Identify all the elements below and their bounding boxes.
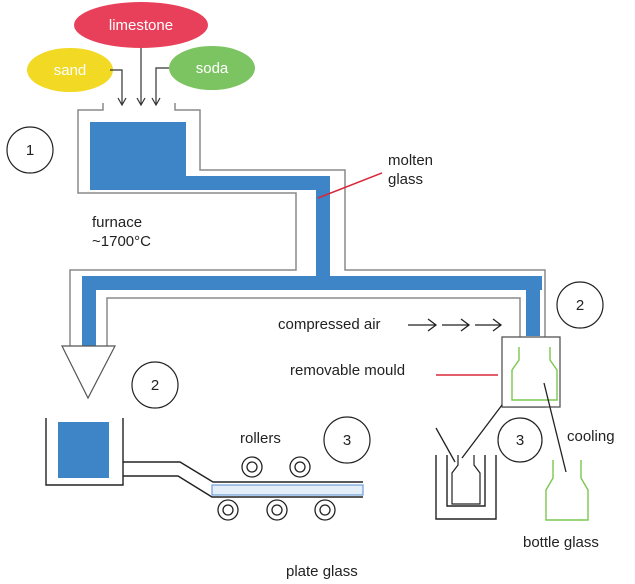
plate-glass-label: plate glass	[286, 563, 358, 580]
step-3-right-number: 3	[516, 432, 524, 449]
step-1-number: 1	[26, 142, 34, 159]
sand-feed-arrow	[110, 69, 123, 104]
ingredients: limestone sand soda	[27, 2, 255, 92]
rollers-label: rollers	[240, 430, 281, 447]
cooling-label: cooling	[567, 428, 615, 445]
roller-top-2	[289, 456, 311, 478]
plate-channel	[123, 461, 363, 498]
glass-label: glass	[388, 171, 423, 188]
step-2-left-circle	[131, 361, 179, 409]
removable-mould	[501, 336, 561, 408]
soda-ellipse	[169, 46, 255, 90]
roller-bottom-1	[217, 499, 239, 521]
finished-bottle	[545, 460, 589, 521]
pipe-inner-wall	[106, 297, 521, 346]
bottle-glass-label: bottle glass	[523, 534, 599, 551]
flow-down-arrow	[61, 345, 116, 400]
limestone-label: limestone	[109, 17, 173, 34]
molten-glass-pointer	[317, 172, 383, 199]
mould-left-pivot	[461, 404, 503, 459]
container-lever	[435, 427, 456, 463]
step-2-left-number: 2	[151, 377, 159, 394]
furnace-label: furnace	[92, 214, 142, 231]
mould-right-pivot	[543, 382, 567, 473]
roller-bottom-3	[314, 499, 336, 521]
soda-label: soda	[196, 60, 229, 77]
step-3-left-number: 3	[343, 432, 351, 449]
cooling-container	[435, 455, 497, 520]
molten-glass-flow	[82, 122, 542, 346]
plate-glass-sheet	[211, 484, 364, 496]
sand-label: sand	[54, 62, 87, 79]
compressed-air-label: compressed air	[278, 316, 381, 333]
step-3-right-circle	[497, 417, 543, 463]
step-3-left-circle	[323, 416, 371, 464]
feed-arrows	[110, 48, 169, 107]
soda-feed-arrow	[155, 67, 169, 104]
compressed-air-arrows	[408, 318, 503, 332]
container-bottle	[451, 455, 481, 505]
rollers	[217, 456, 336, 521]
roller-top-1	[241, 456, 263, 478]
pipe-outer-wall	[69, 103, 297, 346]
molten-label: molten	[388, 152, 433, 169]
plate-mould-molten-glass	[58, 422, 109, 478]
roller-bottom-2	[266, 499, 288, 521]
step-1-circle	[6, 126, 54, 174]
step-2-right-circle	[556, 281, 604, 329]
limestone-ellipse	[74, 2, 208, 48]
removable-mould-label: removable mould	[290, 362, 405, 379]
bottle-in-mould	[511, 347, 558, 401]
plate-mould	[45, 418, 124, 486]
sand-ellipse	[27, 48, 113, 92]
furnace-temperature: ~1700°C	[92, 233, 151, 250]
step-2-right-number: 2	[576, 297, 584, 314]
